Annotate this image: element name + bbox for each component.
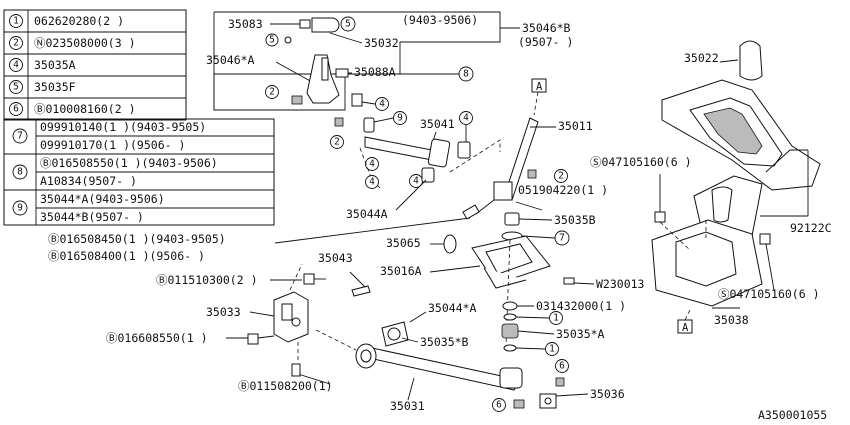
legend-row-8: 8 Ⓑ016508550(1 )(9403-9506) A10834(9507-… — [12, 156, 218, 188]
legend-num: 4 — [13, 60, 19, 71]
svg-text:4: 4 — [369, 159, 375, 170]
legend-text: 062620280(2 ) — [34, 14, 124, 28]
label-35038: 35038 — [714, 313, 749, 327]
bolt-note-line1: Ⓑ016508450(1 )(9403-9505) — [48, 232, 226, 246]
label-35083: 35083 — [228, 17, 263, 31]
legend-row-6: 6 Ⓑ010008160(2 ) — [9, 102, 136, 116]
svg-text:5: 5 — [345, 19, 351, 30]
console-assembly: 35022 Ⓢ047105160(6 ) 92122C Ⓢ047105160(6… — [590, 40, 832, 334]
shift-rod-35031 — [315, 329, 523, 391]
label-35041: 35041 — [420, 117, 455, 131]
label-031432000: 031432000(1 ) — [536, 299, 626, 313]
svg-text:4: 4 — [369, 177, 375, 188]
label-35035b-star: 35035*B — [420, 335, 469, 349]
label-051904220: 051904220(1 ) — [518, 183, 608, 197]
legend-row-4: 4 35035A — [9, 58, 76, 72]
svg-text:6: 6 — [496, 400, 502, 411]
svg-text:6: 6 — [559, 361, 565, 372]
svg-text:5: 5 — [269, 35, 275, 46]
legend-num: 1 — [13, 16, 19, 27]
legend-num: 8 — [17, 167, 23, 178]
label-35044a: 35044A — [346, 207, 388, 221]
label-016608550: Ⓑ016608550(1 ) — [106, 331, 208, 345]
label-35033: 35033 — [206, 305, 241, 319]
label-35043: 35043 — [318, 251, 353, 265]
legend-num: 2 — [13, 38, 19, 49]
legend-text-2: 099910170(1 )(9506- ) — [40, 138, 185, 152]
legend-text: Ⓝ023508000(3 ) — [34, 36, 136, 50]
label-35031: 35031 — [390, 399, 425, 413]
svg-text:4: 4 — [463, 113, 469, 124]
svg-text:1: 1 — [553, 313, 559, 324]
bracket-35033 — [273, 263, 309, 343]
legend-text: Ⓑ010008160(2 ) — [34, 102, 136, 116]
svg-text:8: 8 — [463, 69, 469, 80]
svg-text:9: 9 — [397, 113, 403, 124]
legend-row-9: 9 35044*A(9403-9506) 35044*B(9507- ) — [12, 192, 165, 224]
label-92122c: 92122C — [790, 221, 832, 235]
label-011510300: Ⓑ011510300(2 ) — [156, 273, 258, 287]
label-011508200: Ⓑ011508200(1) — [238, 379, 333, 393]
legend-num: 5 — [13, 82, 19, 93]
marker-a-top: A — [536, 81, 543, 93]
label-35035a-star: 35035*A — [556, 327, 605, 341]
label-s047105160-top: Ⓢ047105160(6 ) — [590, 155, 692, 169]
label-35022: 35022 — [684, 51, 719, 65]
upper-bracket-subassembly: 35083 5 5 35032 (9403-9506) 35046*B (950… — [206, 11, 573, 111]
label-35046b-range2: (9507- ) — [518, 35, 573, 49]
legend-row-1: 1 062620280(2 ) — [9, 14, 124, 28]
legend-text: Ⓑ016508550(1 )(9403-9506) — [40, 156, 218, 170]
svg-text:2: 2 — [558, 171, 564, 182]
legend-num: 9 — [17, 203, 23, 214]
legend-row-5: 5 35035F — [9, 80, 76, 94]
svg-text:2: 2 — [269, 87, 275, 98]
svg-text:4: 4 — [413, 176, 419, 187]
legend-num: 7 — [17, 131, 23, 142]
svg-text:2: 2 — [334, 137, 340, 148]
parts-legend-table: 1 062620280(2 ) 2 Ⓝ023508000(3 ) 4 35035… — [3, 9, 275, 226]
label-35046b: 35046*B — [522, 21, 571, 35]
leader-line — [274, 217, 471, 244]
label-35035b: 35035B — [554, 213, 596, 227]
legend-text: 35044*A(9403-9506) — [40, 192, 165, 206]
label-35016a: 35016A — [380, 264, 422, 278]
legend-num: 6 — [13, 104, 19, 115]
bolt-note-line2: Ⓑ016508400(1 )(9506- ) — [48, 249, 205, 263]
label-w230013: W230013 — [596, 277, 645, 291]
label-35046b-range1: (9403-9506) — [402, 13, 478, 27]
svg-text:1: 1 — [549, 344, 555, 355]
label-35046a: 35046*A — [206, 53, 255, 67]
legend-text: 099910140(1 )(9403-9505) — [40, 120, 206, 134]
label-35036: 35036 — [590, 387, 625, 401]
legend-text: 35035A — [34, 58, 76, 72]
legend-text: 35035F — [34, 80, 76, 94]
label-35032: 35032 — [364, 36, 399, 50]
svg-text:7: 7 — [559, 233, 565, 244]
label-35044a-star: 35044*A — [428, 301, 477, 315]
legend-text-2: 35044*B(9507- ) — [40, 210, 144, 224]
marker-a-bottom: A — [682, 322, 689, 334]
label-35065: 35065 — [386, 236, 421, 250]
legend-row-7: 7 099910140(1 )(9403-9505) 099910170(1 )… — [12, 120, 206, 152]
shift-lever: A 35011 2 051904220(1 ) — [462, 78, 608, 220]
legend-row-2: 2 Ⓝ023508000(3 ) — [9, 36, 136, 50]
shift-knob — [739, 40, 763, 81]
label-s047105160-bottom: Ⓢ047105160(6 ) — [718, 287, 820, 301]
diagram-id: A350001055 — [758, 408, 827, 422]
svg-text:4: 4 — [379, 99, 385, 110]
legend-text-2: A10834(9507- ) — [40, 174, 137, 188]
label-35011: 35011 — [558, 119, 593, 133]
label-35088a: 35088A — [354, 65, 396, 79]
